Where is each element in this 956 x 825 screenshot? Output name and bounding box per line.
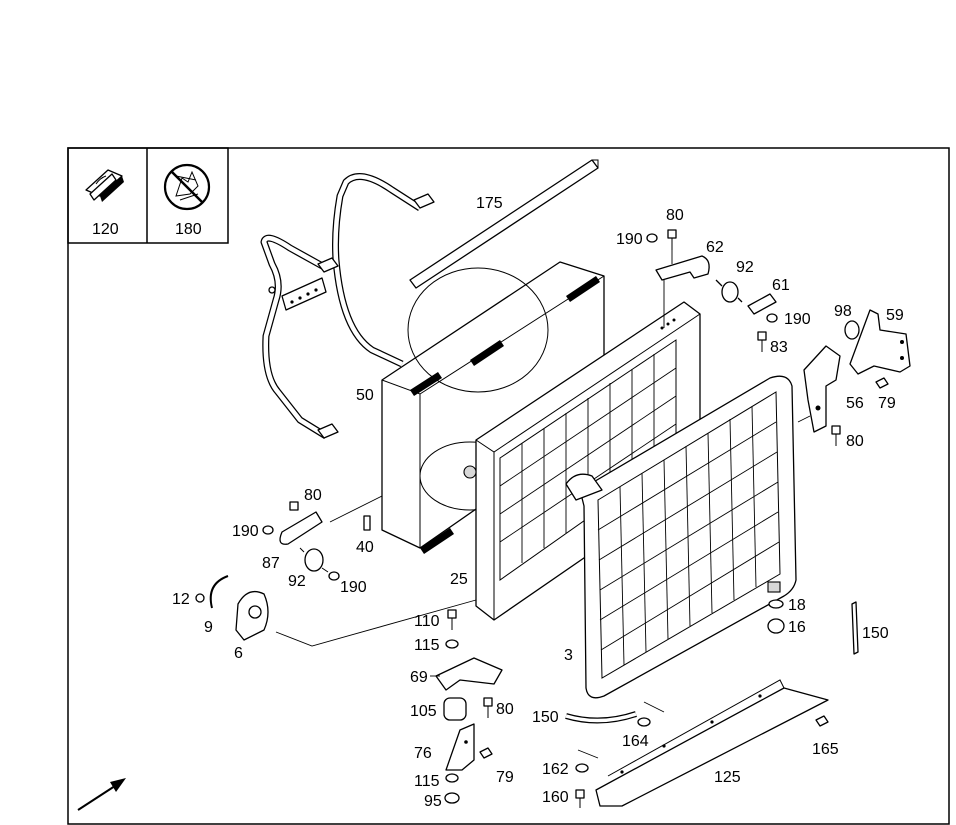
bracket-61 [747, 293, 777, 315]
legend-box: 120 180 [67, 147, 229, 244]
callout-92: 92 [288, 573, 306, 590]
bolt-83 [757, 331, 767, 352]
bolt-80-lower [483, 697, 493, 718]
callout-95: 95 [424, 793, 442, 810]
callout-162: 162 [542, 761, 569, 778]
fan-guard-frame [260, 173, 435, 439]
bolt-80-top [667, 229, 677, 250]
callout-115: 115 [414, 637, 440, 654]
charge-air-cooler-grid [597, 405, 780, 666]
sealing-strip-icon [85, 169, 124, 202]
legend-number-180: 180 [175, 221, 202, 238]
callout-79: 79 [878, 395, 896, 412]
callout-190: 190 [616, 231, 643, 248]
bolt-110 [447, 609, 457, 630]
callout-125: 125 [714, 769, 741, 786]
rubber-mount-105 [443, 697, 467, 721]
bracket-62 [655, 250, 710, 328]
callout-160: 160 [542, 789, 569, 806]
nut-16 [767, 618, 785, 634]
callout-105: 105 [410, 703, 437, 720]
seal-strip-150-vertical [851, 601, 859, 655]
washer-18 [768, 599, 784, 609]
bolt-79-lower [479, 747, 493, 759]
callout-190: 190 [340, 579, 367, 596]
front-direction-arrow-icon [77, 778, 126, 811]
bracket-69 [435, 657, 503, 691]
callout-190: 190 [232, 523, 259, 540]
snap-ring-9 [209, 575, 229, 609]
callout-164: 164 [622, 733, 649, 750]
callout-87: 87 [262, 555, 280, 572]
bracket-76 [445, 723, 475, 771]
callout-56: 56 [846, 395, 864, 412]
callout-9: 9 [204, 619, 213, 636]
callout-59: 59 [886, 307, 904, 324]
washer-162 [575, 763, 589, 773]
callout-165: 165 [812, 741, 839, 758]
seal-strip-175 [409, 159, 599, 289]
seal-strip-150-curved [565, 711, 637, 724]
washer-164 [637, 717, 651, 727]
bracket-87 [279, 511, 323, 545]
callout-69: 69 [410, 669, 428, 686]
charge-air-cooler-3 [565, 375, 797, 699]
bolt-40 [363, 515, 371, 531]
air-baffle-125 [595, 679, 829, 807]
clamp-12 [195, 593, 205, 603]
bolt-160 [575, 789, 585, 808]
callout-92: 92 [736, 259, 754, 276]
callout-18: 18 [788, 597, 806, 614]
washer-115-lower [445, 773, 459, 783]
legend-number-120: 120 [92, 221, 119, 238]
callout-62: 62 [706, 239, 724, 256]
spacer-98 [844, 320, 860, 340]
bolt-80-left [289, 501, 299, 511]
callout-190: 190 [784, 311, 811, 328]
callout-115: 115 [414, 773, 440, 790]
diagram-border [67, 147, 950, 825]
callout-150: 150 [532, 709, 559, 726]
washer-115-upper [445, 639, 459, 649]
callout-98: 98 [834, 303, 852, 320]
callout-25: 25 [450, 571, 468, 588]
callout-40: 40 [356, 539, 374, 556]
callout-80: 80 [496, 701, 514, 718]
bracket-59 [849, 309, 911, 375]
callout-50: 50 [356, 387, 374, 404]
callout-labels: 175 80 190 62 92 61 190 98 59 83 56 79 8… [172, 195, 904, 810]
fan-shroud-50 [381, 261, 605, 554]
callout-80: 80 [304, 487, 322, 504]
callout-16: 16 [788, 619, 806, 636]
no-touch-prohibition-icon [163, 163, 211, 211]
nut-190-lower [328, 571, 340, 581]
callout-80: 80 [846, 433, 864, 450]
callout-150: 150 [862, 625, 889, 642]
callout-83: 83 [770, 339, 788, 356]
callout-110: 110 [414, 613, 440, 630]
nut-95 [444, 792, 460, 804]
callout-175: 175 [476, 195, 503, 212]
washer-190-top [646, 233, 658, 243]
callout-76: 76 [414, 745, 432, 762]
rubber-mount-92-upper [715, 279, 743, 303]
washer-190-left [262, 525, 274, 535]
washer-190-mid [766, 313, 778, 323]
callout-6: 6 [234, 645, 243, 662]
bolt-80-right [831, 425, 841, 446]
callout-61: 61 [772, 277, 790, 294]
callout-80: 80 [666, 207, 684, 224]
leader-lines [275, 415, 811, 759]
bolt-79-right [875, 377, 889, 389]
callout-12: 12 [172, 591, 190, 608]
bolt-165 [815, 715, 829, 727]
callout-79: 79 [496, 769, 514, 786]
rubber-mount-92-lower [299, 547, 329, 573]
flange-6 [235, 590, 269, 641]
callout-3: 3 [564, 647, 573, 664]
bracket-56 [803, 345, 841, 433]
